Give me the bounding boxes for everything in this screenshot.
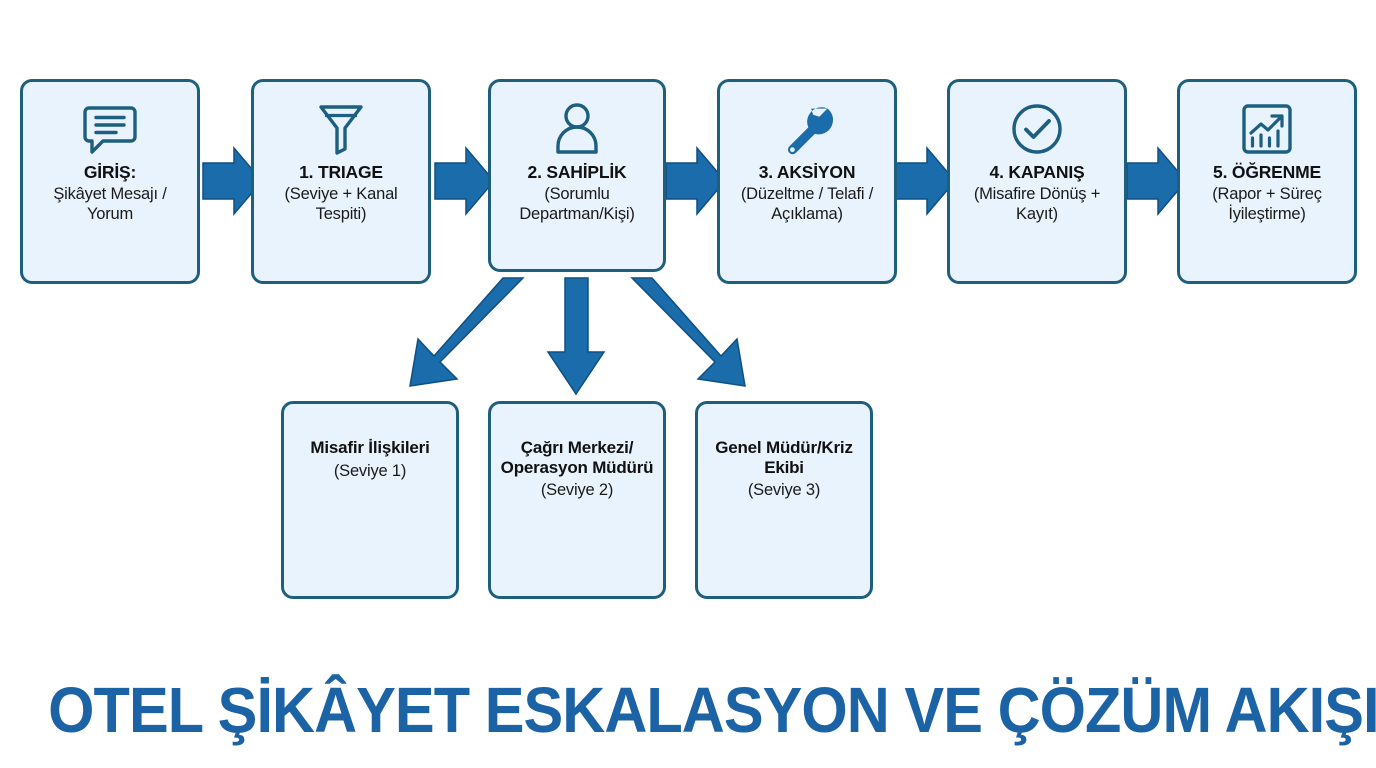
node-ogrenme[interactable]: 5. ÖĞRENME (Rapor + Süreç İyileştirme) [1177,79,1357,284]
node-seviye-2[interactable]: Çağrı Merkezi/ Operasyon Müdürü (Seviye … [488,401,666,599]
node-title: Genel Müdür/Kriz Ekibi [715,438,853,477]
node-title: 1. TRIAGE [299,162,383,182]
node-seviye-1[interactable]: Misafir İlişkileri (Seviye 1) [281,401,459,599]
node-subtitle: (Misafire Dönüş + Kayıt) [973,185,1101,223]
node-title: 2. SAHİPLİK [527,162,627,182]
arrow-sahiplik-to-seviye3 [630,277,746,387]
person-icon [552,100,602,158]
node-title: 5. ÖĞRENME [1213,162,1321,182]
node-title: 3. AKSİYON [758,162,856,182]
node-giris[interactable]: GİRİŞ: Şikâyet Mesajı / Yorum [20,79,200,284]
arrow-triage-to-sahiplik [434,145,495,217]
node-subtitle: Şikâyet Mesajı / Yorum [53,185,167,223]
funnel-icon [316,100,366,158]
node-subtitle: (Seviye + Kanal Tespiti) [284,185,398,223]
node-subtitle: (Rapor + Süreç İyileştirme) [1212,185,1322,223]
node-subtitle: (Seviye 3) [747,481,821,500]
chart-growth-icon [1240,100,1294,158]
node-subtitle: (Seviye 1) [333,461,407,480]
node-sahiplik[interactable]: 2. SAHİPLİK (Sorumlu Departman/Kişi) [488,79,666,272]
node-title: Misafir İlişkileri [310,438,430,457]
node-subtitle: (Düzeltme / Telafi / Açıklama) [740,185,874,223]
node-title: Çağrı Merkezi/ Operasyon Müdürü [500,438,654,477]
arrow-sahiplik-to-seviye2 [546,277,606,396]
arrow-sahiplik-to-seviye1 [409,277,525,387]
check-circle-icon [1010,100,1064,158]
speech-bubble-icon [83,100,137,158]
node-triage[interactable]: 1. TRIAGE (Seviye + Kanal Tespiti) [251,79,431,284]
diagram-title: OTEL ŞİKÂYET ESKALASYON VE ÇÖZÜM AKIŞI [48,674,1376,746]
node-kapanis[interactable]: 4. KAPANIŞ (Misafire Dönüş + Kayıt) [947,79,1127,284]
node-title: GİRİŞ: [83,162,137,182]
node-subtitle: (Sorumlu Departman/Kişi) [519,185,635,223]
wrench-icon [780,100,834,158]
node-aksiyon[interactable]: 3. AKSİYON (Düzeltme / Telafi / Açıklama… [717,79,897,284]
node-subtitle: (Seviye 2) [540,481,614,500]
node-title: 4. KAPANIŞ [989,162,1085,182]
node-seviye-3[interactable]: Genel Müdür/Kriz Ekibi (Seviye 3) [695,401,873,599]
